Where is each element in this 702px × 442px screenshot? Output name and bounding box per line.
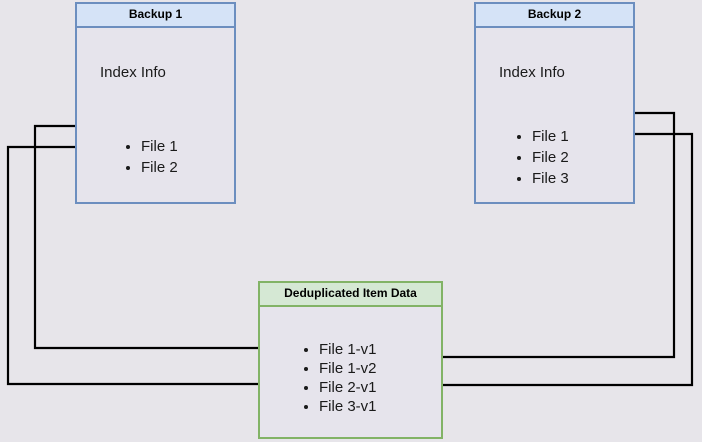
list-item: File 3	[517, 168, 569, 189]
list-item: File 1-v1	[304, 340, 377, 359]
deduplicated-item-data-title: Deduplicated Item Data	[260, 283, 441, 307]
backup-1-index-info-label: Index Info	[100, 64, 166, 81]
list-item: File 1-v2	[304, 359, 377, 378]
backup-1-body: Index Info File 1 File 2	[77, 28, 234, 202]
backup-1-title: Backup 1	[77, 4, 234, 28]
backup-2-file-list: File 1 File 2 File 3	[517, 126, 569, 189]
list-item: File 2	[517, 147, 569, 168]
backup-2-index-info-label: Index Info	[499, 64, 565, 81]
list-item: File 1	[517, 126, 569, 147]
deduplicated-item-list: File 1-v1 File 1-v2 File 2-v1 File 3-v1	[304, 340, 377, 416]
list-item: File 2	[126, 157, 178, 178]
list-item: File 2-v1	[304, 378, 377, 397]
backup-2-title: Backup 2	[476, 4, 633, 28]
deduplicated-item-data-node[interactable]: Deduplicated Item Data File 1-v1 File 1-…	[258, 281, 443, 439]
backup-2-body: Index Info File 1 File 2 File 3	[476, 28, 633, 202]
backup-1-node[interactable]: Backup 1 Index Info File 1 File 2	[75, 2, 236, 204]
backup-2-node[interactable]: Backup 2 Index Info File 1 File 2 File 3	[474, 2, 635, 204]
deduplicated-item-data-body: File 1-v1 File 1-v2 File 2-v1 File 3-v1	[260, 307, 441, 437]
list-item: File 1	[126, 136, 178, 157]
backup-1-file-list: File 1 File 2	[126, 136, 178, 178]
list-item: File 3-v1	[304, 397, 377, 416]
